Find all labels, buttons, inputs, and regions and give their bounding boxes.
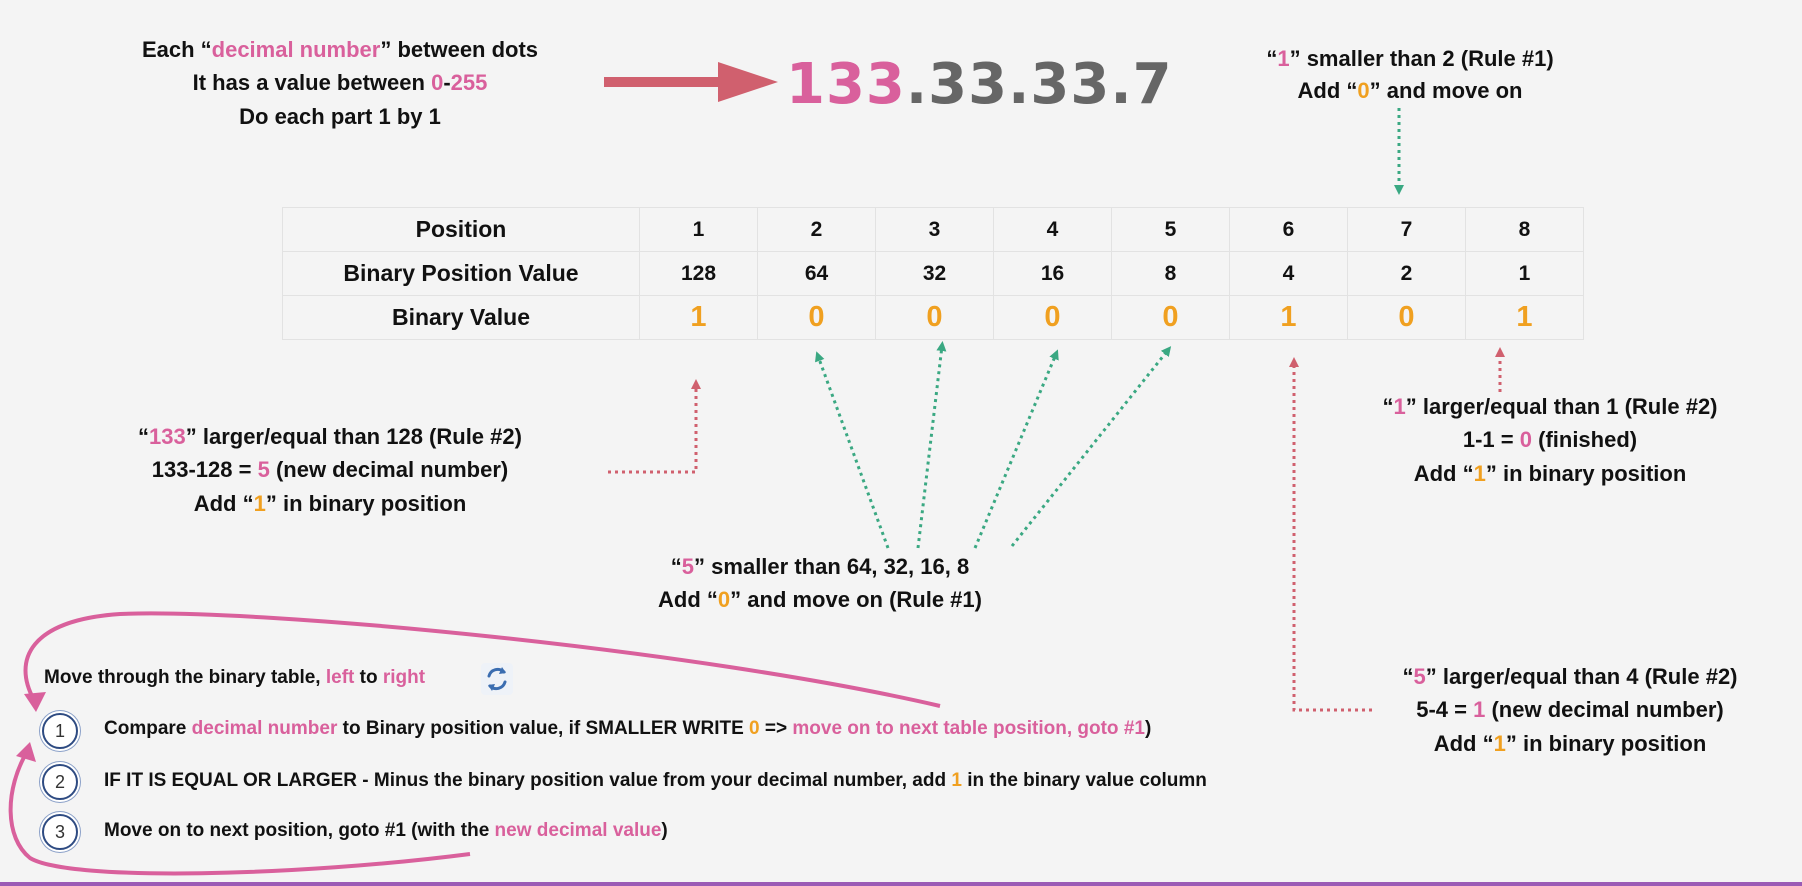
binary-value-cell: 0 [875,295,994,340]
step-2-badge: 2 [42,764,78,800]
position-cell: 8 [1465,207,1584,252]
position-value-cell: 2 [1347,251,1466,296]
binary-value-cell: 0 [757,295,876,340]
position-cell: 2 [757,207,876,252]
procedure-header: Move through the binary table, left to r… [44,667,426,688]
arrows-to-positions-2-5 [815,341,1172,549]
loop-arrow-bottom-head [16,742,36,762]
ip-address: 133.33.33.7 [786,52,1173,117]
binary-table: Position 1 2 3 4 5 6 7 8 Binary Position… [282,207,1584,340]
position-cell: 3 [875,207,994,252]
intro-text: Each “decimal number” between dots It ha… [141,37,539,129]
note-position-7: “1” smaller than 2 (Rule #1) Add “0” and… [1266,46,1554,103]
note-positions-2-to-5: “5” smaller than 64, 32, 16, 8 Add “0” a… [658,554,982,613]
binary-value-cell: 1 [1229,295,1348,340]
arrow-to-position-1 [608,379,701,474]
loop-arrow-bottom [8,748,471,876]
bottom-border [0,882,1802,886]
row-label-position: Position [282,207,640,252]
loop-arrow-top-head [24,692,46,712]
note-position-8: “1” larger/equal than 1 (Rule #2) 1-1 = … [1382,394,1718,486]
position-value-cell: 32 [875,251,994,296]
binary-value-cell: 0 [1347,295,1466,340]
binary-value-cell: 1 [639,295,758,340]
position-value-cell: 128 [639,251,758,296]
table-row: Binary Value 1 0 0 0 0 1 0 1 [282,295,1584,340]
position-cell: 7 [1347,207,1466,252]
cycle-icon [481,663,513,695]
step-3-badge: 3 [42,814,78,850]
position-cell: 5 [1111,207,1230,252]
binary-value-cell: 0 [1111,295,1230,340]
position-cell: 6 [1229,207,1348,252]
position-value-cell: 64 [757,251,876,296]
table-row: Position 1 2 3 4 5 6 7 8 [282,207,1584,252]
table-row: Binary Position Value 128 64 32 16 8 4 2… [282,251,1584,296]
binary-value-cell: 1 [1465,295,1584,340]
row-label-position-value: Binary Position Value [282,251,640,296]
position-cell: 4 [993,207,1112,252]
step-3-text: Move on to next position, goto #1 (with … [104,820,668,841]
position-value-cell: 1 [1465,251,1584,296]
step-1-badge: 1 [42,713,78,749]
row-label-binary-value: Binary Value [282,295,640,340]
step-2-text: IF IT IS EQUAL OR LARGER - Minus the bin… [104,770,1207,791]
step-1-text: Compare decimal number to Binary positio… [104,718,1152,739]
note-position-6: “5” larger/equal than 4 (Rule #2) 5-4 = … [1402,664,1738,756]
binary-value-cell: 0 [993,295,1112,340]
position-value-cell: 16 [993,251,1112,296]
note-position-1: “133” larger/equal than 128 (Rule #2) 13… [138,424,522,516]
position-cell: 1 [639,207,758,252]
position-value-cell: 4 [1229,251,1348,296]
position-value-cell: 8 [1111,251,1230,296]
